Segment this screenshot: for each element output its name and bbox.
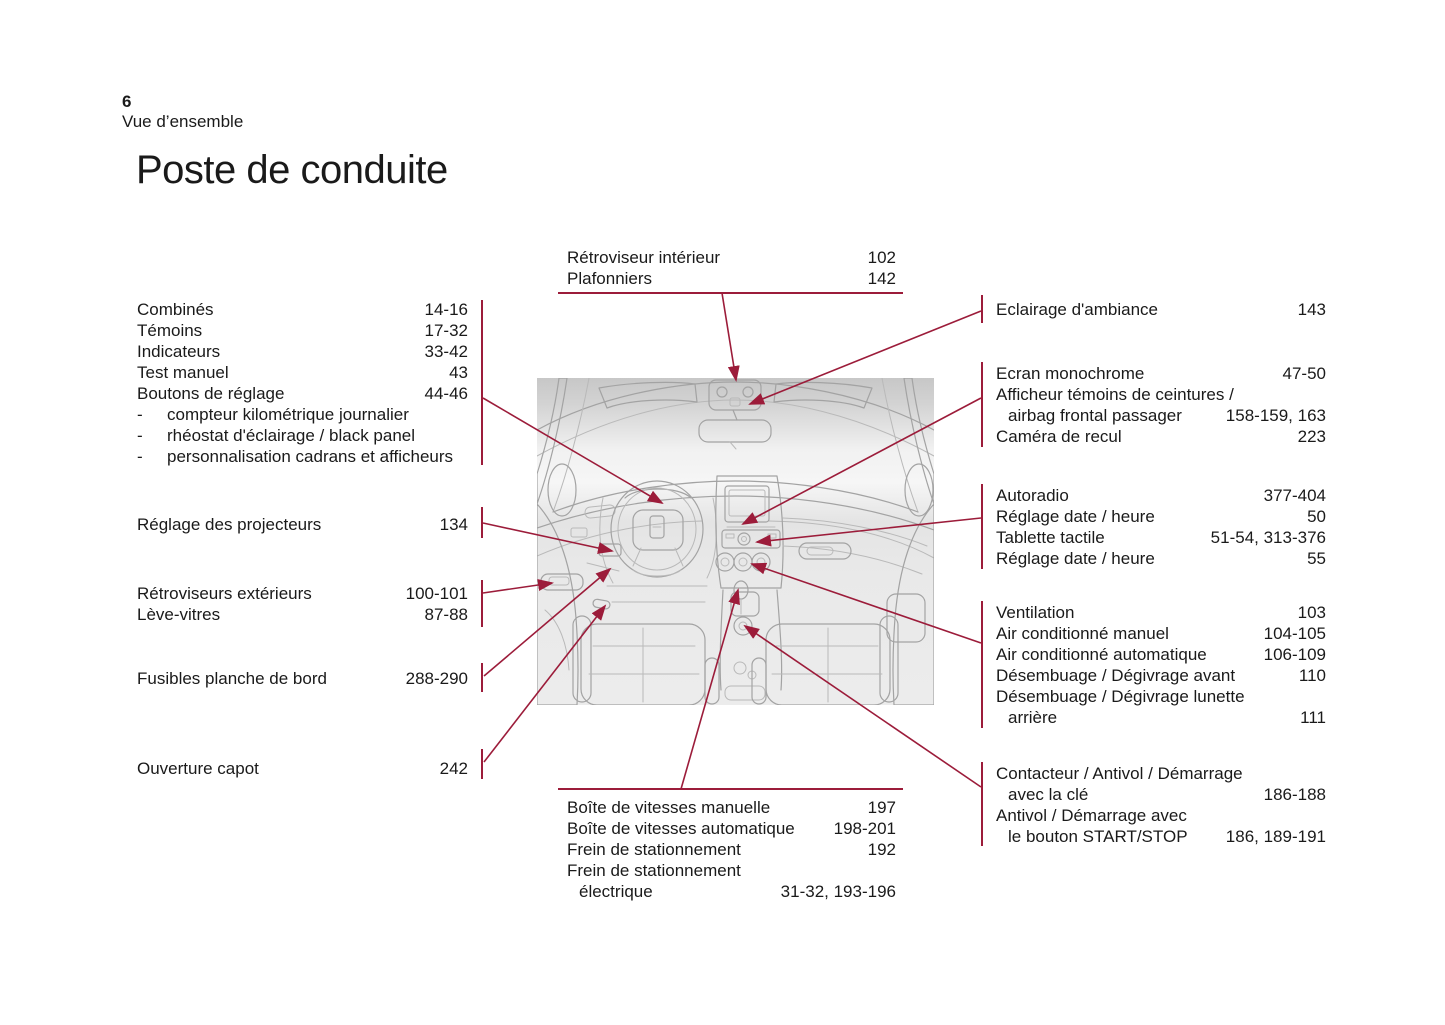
index-entry: Afficheur témoins de ceintures / [996,385,1234,404]
index-entry: Contacteur / Antivol / Démarrage [996,764,1243,783]
bracket-fusibles [481,663,483,692]
bracket-contacteur [981,762,983,846]
index-subentry: -personnalisation cadrans et afficheurs [137,447,454,466]
group-contacteur: Contacteur / Antivol / Démarrage avec la… [996,763,1326,847]
dashboard-illustration [537,378,934,705]
illustration-background [537,378,934,705]
rule-plafond [558,292,903,294]
bracket-ecran [981,362,983,447]
brand-logo [649,515,665,539]
climate-knobs [715,552,771,572]
rule-console [558,788,903,790]
index-entry: Frein de stationnement [567,861,741,880]
bracket-retroviseurs [481,580,483,627]
bracket-ventilation [981,601,983,728]
index-entry: Désembuage / Dégivrage lunette [996,687,1245,706]
bracket-capot [481,749,483,779]
leader-plafond [721,292,740,382]
index-subentry: -compteur kilométrique journalier [137,405,409,424]
index-subentry: -rhéostat d'éclairage / black panel [137,426,416,445]
bracket-ambiance [981,295,983,323]
page-title: Poste de conduite [136,148,448,192]
bracket-cluster [481,300,483,465]
page-number: 6 [122,92,132,111]
bracket-projecteurs [481,507,483,538]
section-name: Vue d’ensemble [122,112,244,131]
bracket-autoradio [981,484,983,569]
door-handle [798,542,852,560]
index-entry: Antivol / Démarrage avec [996,806,1187,825]
